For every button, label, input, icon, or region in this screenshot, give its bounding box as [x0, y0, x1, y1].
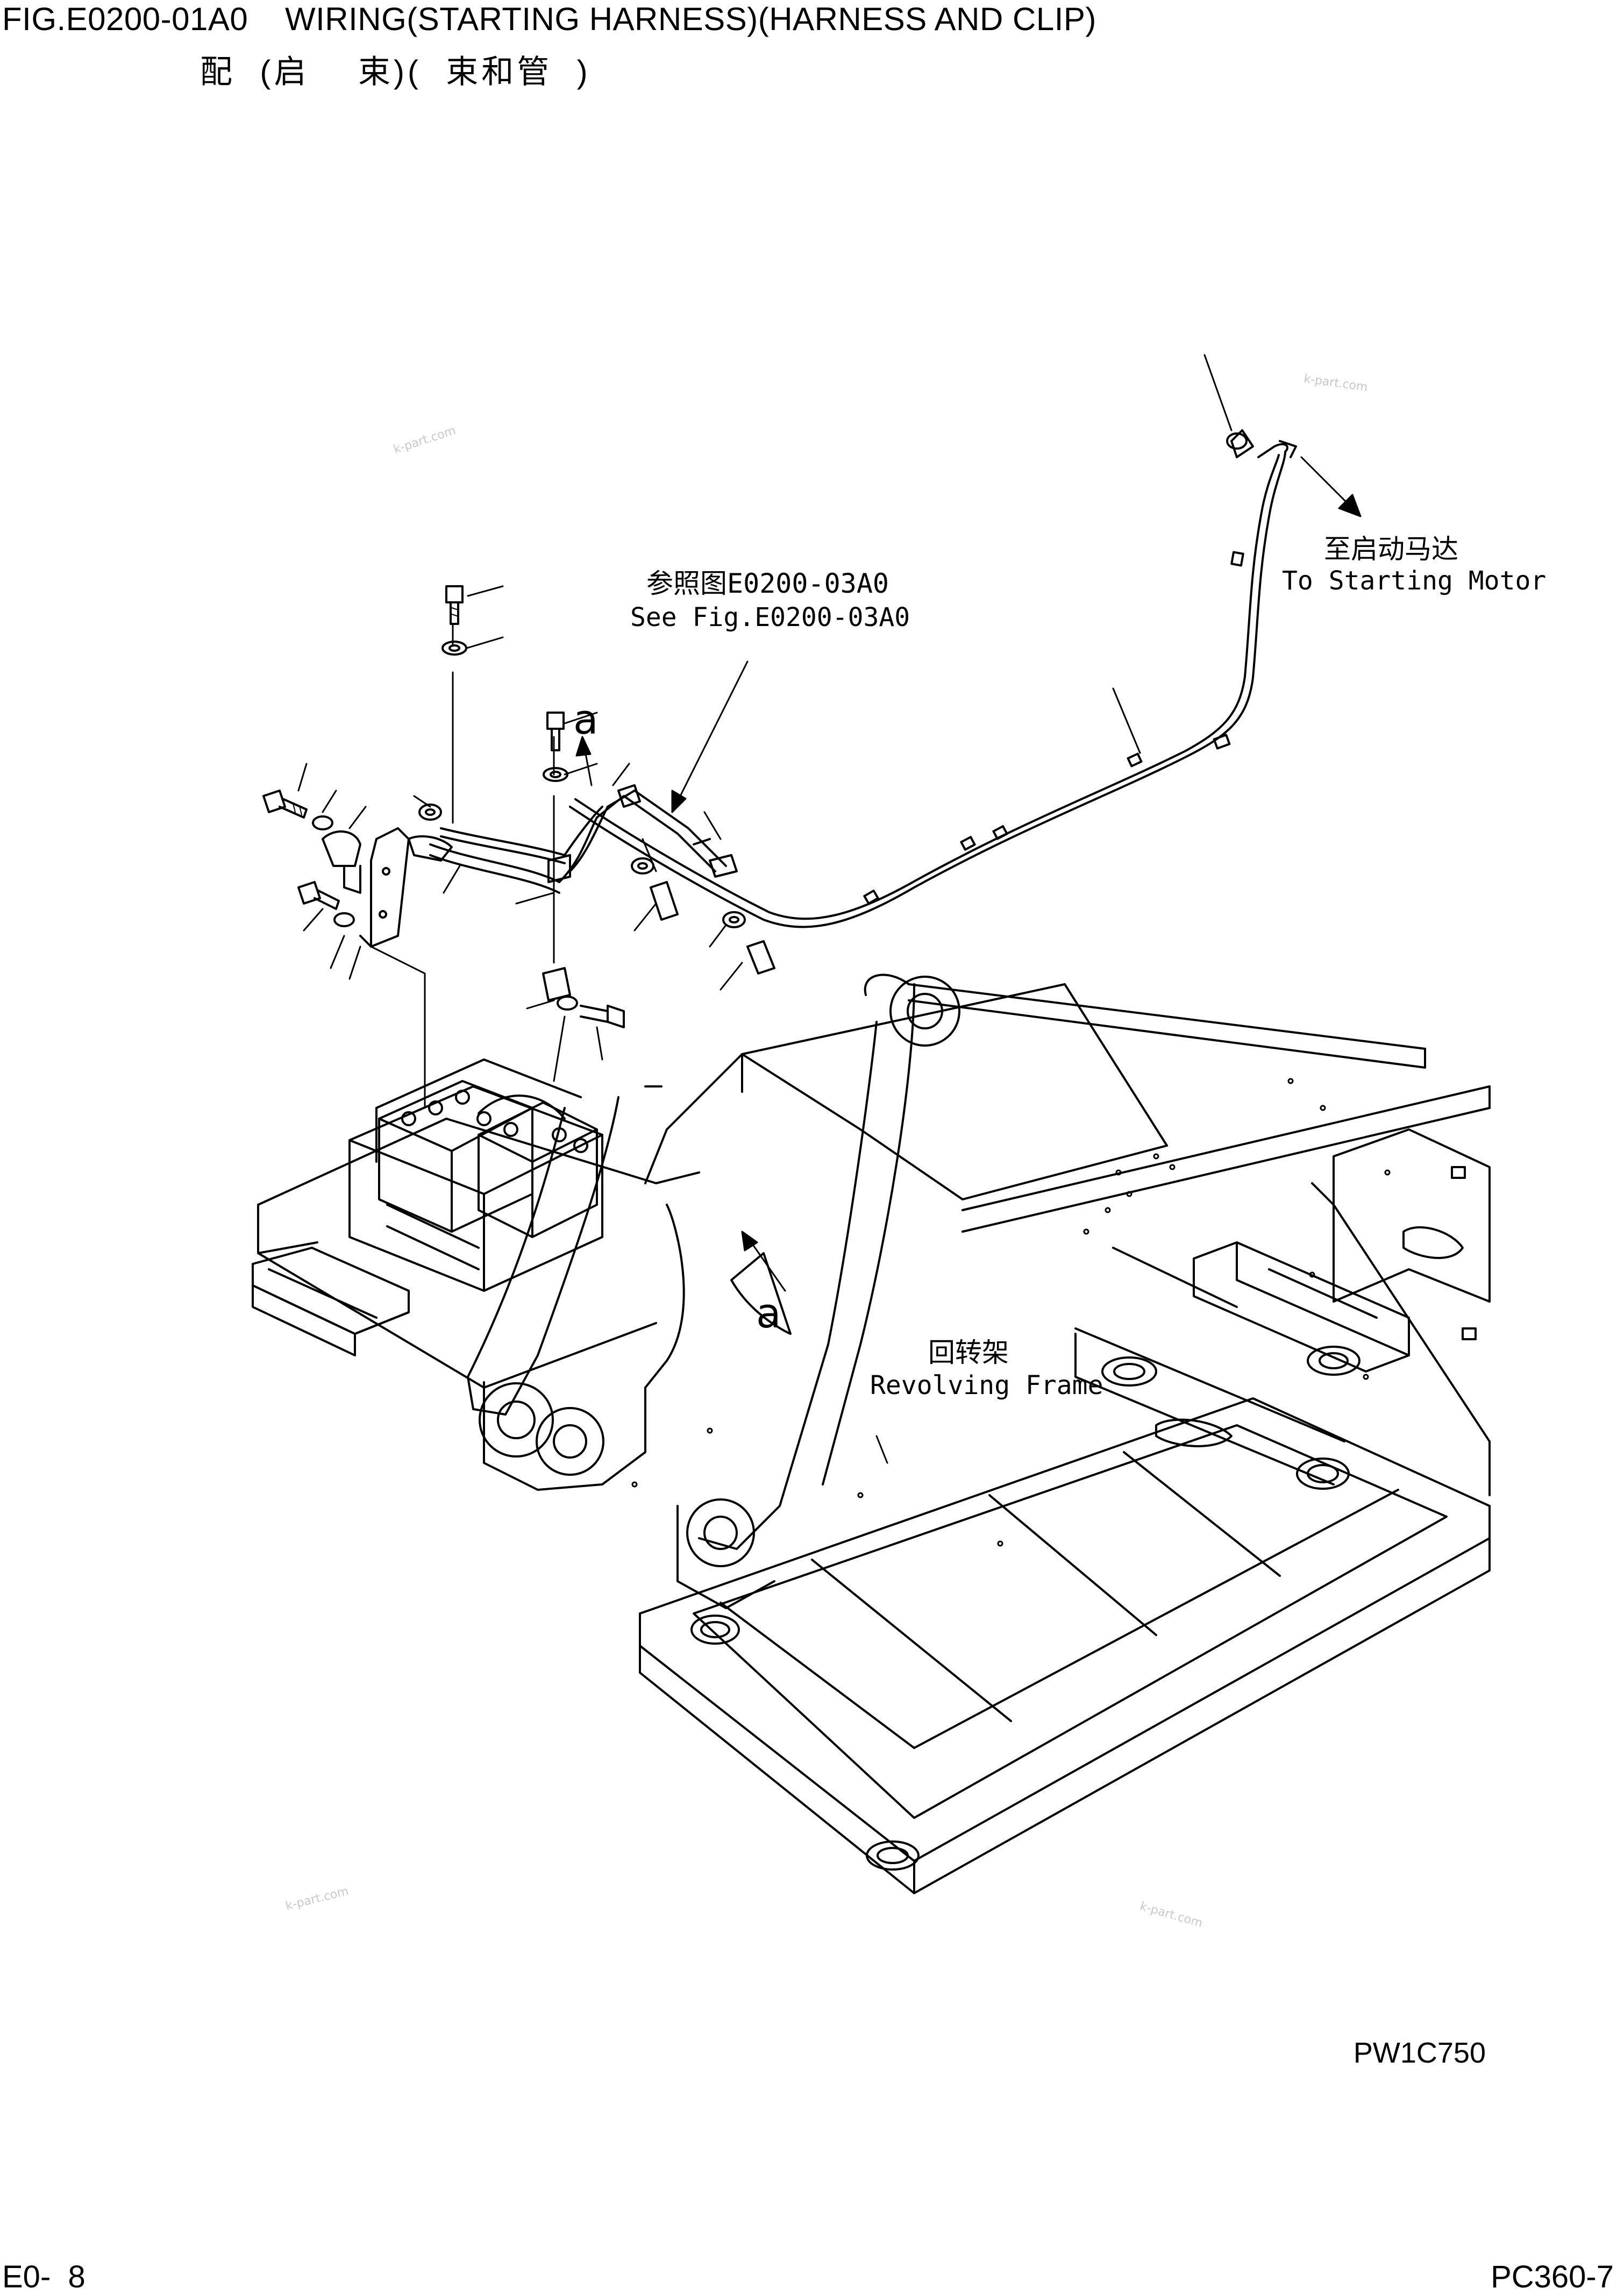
frame-holes	[631, 1078, 1391, 1547]
figure-subtitle: 配 (启 束)( 束和管 )	[200, 54, 591, 90]
boom-foot-brackets	[467, 973, 964, 1609]
starting-harness	[322, 429, 1297, 1109]
bolts-and-washers	[262, 585, 775, 1028]
drawing-number: PW1C750	[1353, 2037, 1486, 2069]
starting-motor-label-en: To Starting Motor	[1282, 566, 1547, 596]
figure-title: FIG.E0200-01A0 WIRING(STARTING HARNESS)(…	[2, 1, 1096, 37]
detail-label-a-frame: a	[756, 1289, 781, 1337]
model-number: PC360-7	[1491, 2259, 1614, 2294]
starting-motor-label-cn: 至启动马达	[1324, 534, 1458, 565]
revolving-frame	[252, 973, 1491, 1894]
revolving-frame-label-cn: 回转架	[928, 1337, 1009, 1368]
see-figure-label-cn: 参照图E0200-03A0	[646, 568, 889, 599]
see-figure-label-en: See Fig.E0200-03A0	[630, 602, 910, 632]
leader-lines	[297, 354, 1362, 1464]
detail-label-a-top: a	[573, 695, 599, 743]
revolving-frame-label-en: Revolving Frame	[870, 1370, 1103, 1401]
battery-pair	[378, 1080, 598, 1238]
page-number: E0- 8	[2, 2259, 86, 2294]
